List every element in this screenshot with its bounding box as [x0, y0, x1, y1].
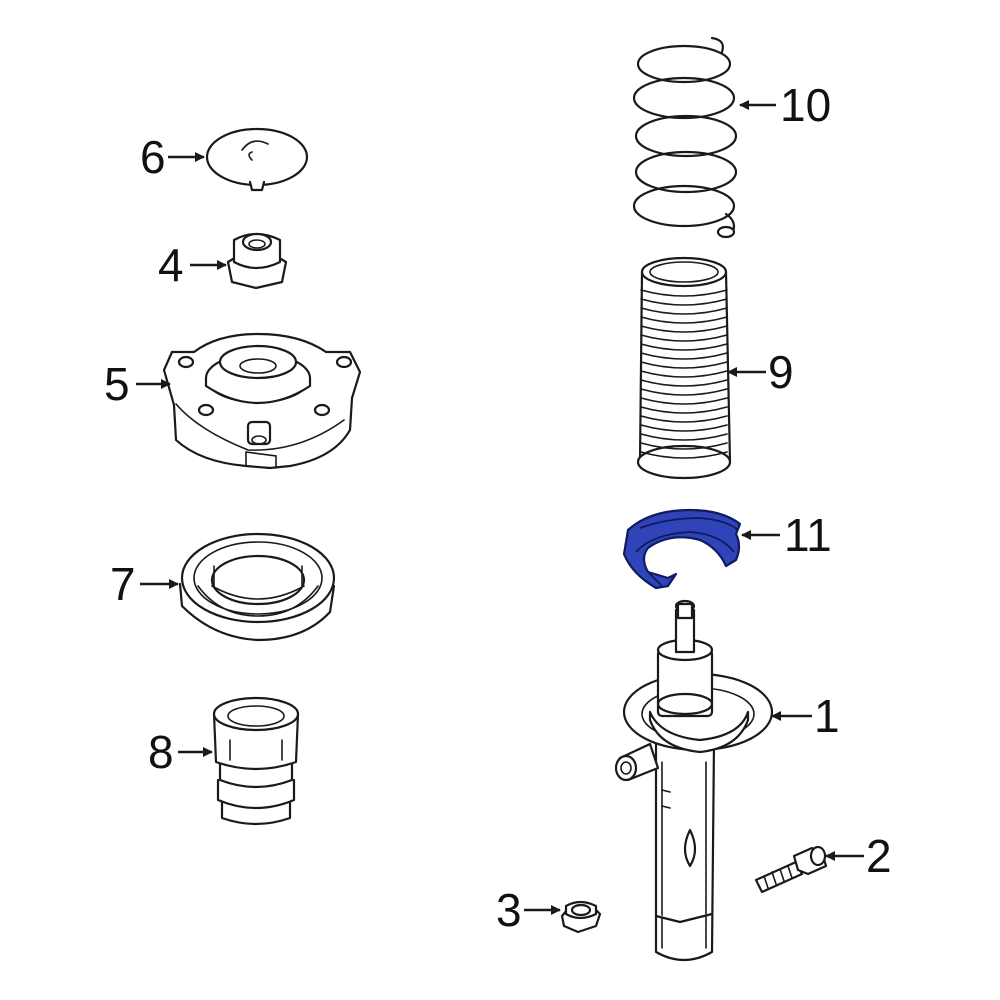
boot-rib — [640, 343, 728, 351]
strut-icon[interactable] — [614, 599, 774, 962]
spring-insulator-icon[interactable] — [622, 508, 742, 590]
callout-number: 4 — [158, 239, 184, 291]
callout-number: 3 — [496, 884, 522, 936]
callout-8: 8 — [148, 726, 213, 778]
boot-rib — [640, 379, 728, 387]
callout-number: 1 — [814, 690, 840, 742]
callout-number: 8 — [148, 726, 174, 778]
callout-4: 4 — [158, 239, 227, 291]
callout-7: 7 — [110, 558, 179, 610]
callout-number: 11 — [784, 509, 832, 561]
callout-5: 5 — [104, 358, 171, 410]
callout-9: 9 — [727, 346, 794, 398]
boot-rib — [640, 370, 728, 378]
boot-rib — [640, 424, 728, 432]
nut-icon[interactable] — [560, 900, 602, 934]
boot-icon[interactable] — [636, 256, 732, 480]
callout-1: 1 — [771, 690, 840, 742]
callout-11: 11 — [741, 509, 832, 561]
boot-ribs — [640, 289, 728, 459]
boot-rib — [640, 361, 728, 369]
bearing-icon[interactable] — [178, 532, 336, 642]
boot-rib — [640, 397, 728, 405]
boot-rib — [640, 316, 728, 324]
callout-number: 2 — [866, 830, 892, 882]
boot-rib — [640, 451, 728, 459]
callout-number: 7 — [110, 558, 136, 610]
boot-rib — [640, 388, 728, 396]
boot-rib — [640, 289, 728, 297]
callout-10: 10 — [739, 79, 831, 131]
bump-stop-icon[interactable] — [212, 696, 300, 826]
boot-rib — [640, 415, 728, 423]
boot-rib — [640, 442, 728, 450]
boot-rib — [640, 433, 728, 441]
callout-number: 10 — [780, 79, 831, 131]
callout-number: 9 — [768, 346, 794, 398]
boot-rib — [640, 298, 728, 306]
callout-number: 6 — [140, 131, 166, 183]
boot-rib — [640, 352, 728, 360]
boot-rib — [640, 307, 728, 315]
strut-mount-icon[interactable] — [162, 332, 362, 470]
callout-6: 6 — [140, 131, 205, 183]
bolt-icon[interactable] — [754, 845, 828, 894]
callout-number: 5 — [104, 358, 130, 410]
boot-rib — [640, 406, 728, 414]
callout-2: 2 — [825, 830, 892, 882]
boot-rib — [640, 334, 728, 342]
coil-spring-icon[interactable] — [632, 36, 738, 239]
nut-icon[interactable] — [226, 232, 288, 290]
boot-rib — [640, 325, 728, 333]
dust-cap-icon[interactable] — [205, 127, 309, 192]
callout-3: 3 — [496, 884, 561, 936]
